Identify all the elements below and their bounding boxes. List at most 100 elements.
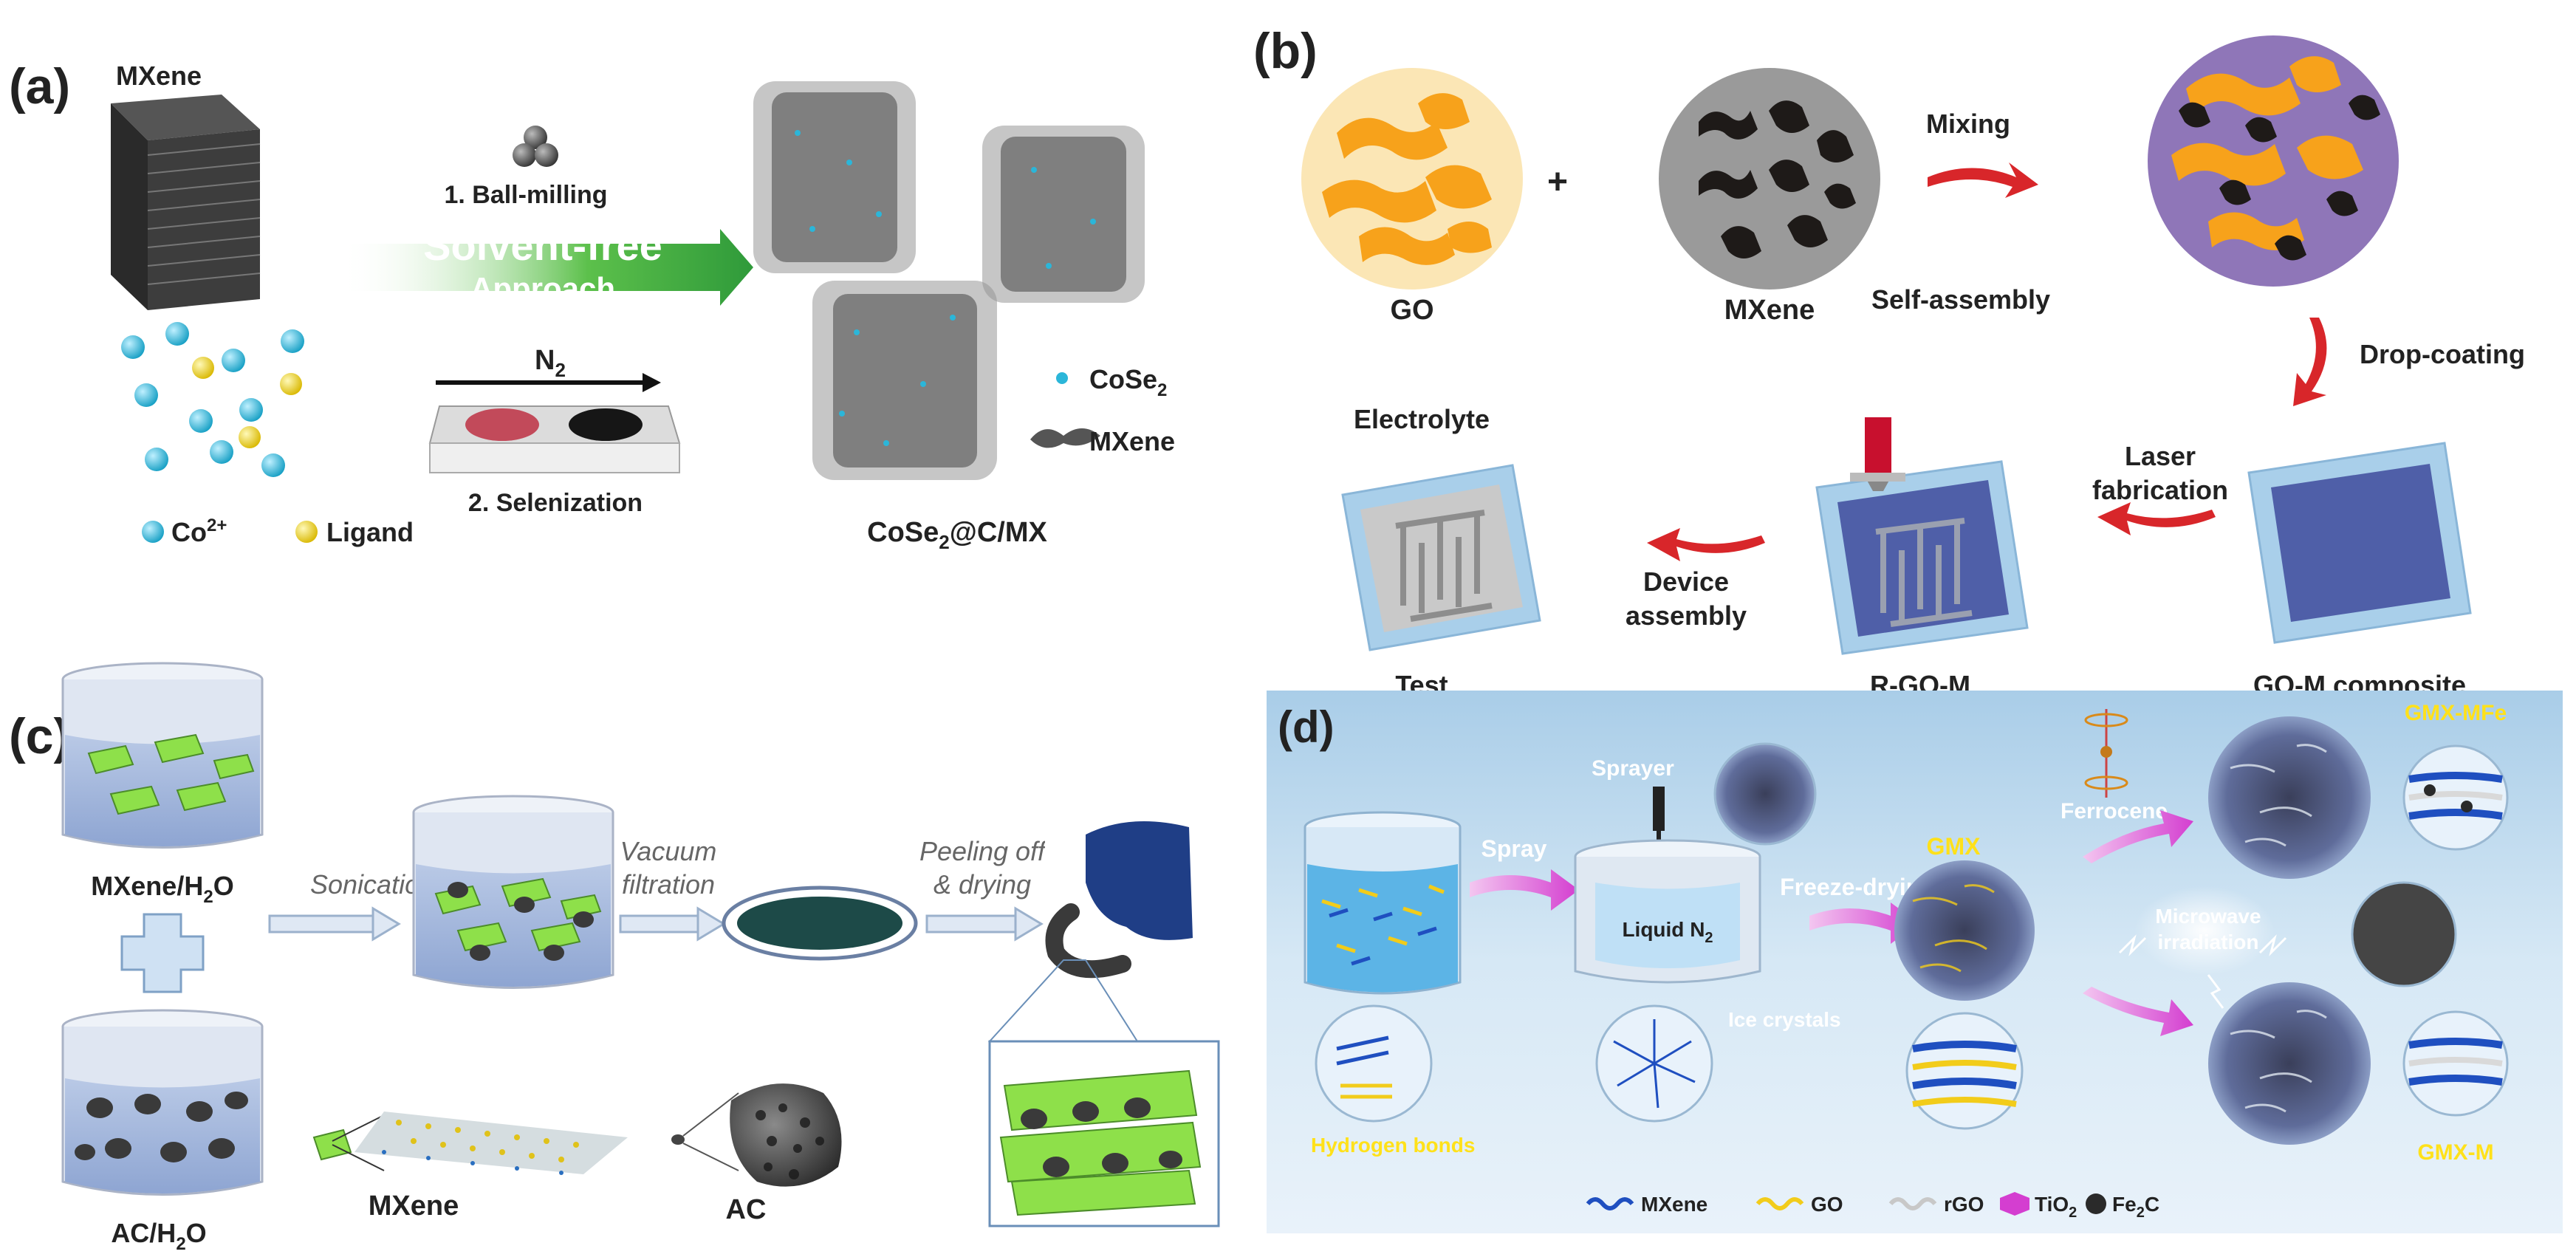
legend-tio2-icon <box>2000 1192 2029 1216</box>
ferrocene-arrow <box>2083 810 2193 863</box>
hydrogen-bond-inset <box>1315 1004 1433 1123</box>
mxene-stack-icon <box>111 95 261 310</box>
legend-fe2c-icon <box>2086 1193 2106 1214</box>
gmx-mfe-sphere-icon <box>2208 716 2371 879</box>
panel-d: (d) Hydrogen bonds Spray Sprayer Liquid … <box>1267 691 2563 1233</box>
peel-label-line2: & drying <box>934 869 1031 900</box>
legend-tio2-label: TiO2 <box>2035 1193 2077 1221</box>
ac-label: AC <box>726 1194 767 1225</box>
laser-arrow <box>2097 502 2216 535</box>
legend-mxene-icon <box>1586 1197 1634 1210</box>
hbond-go <box>1340 1083 1392 1099</box>
selenization-boat-icon <box>428 405 681 473</box>
film-cross-section-inset <box>988 1040 1220 1227</box>
droplet-inset <box>1713 742 1817 846</box>
laser-label-line2: fabrication <box>2092 475 2228 505</box>
cose2-legend-label: CoSe2 <box>1089 364 1167 400</box>
liquid-n2-dewar-icon <box>1574 839 1761 984</box>
sprayer-label: Sprayer <box>1592 756 1674 781</box>
peeling-arrow <box>925 906 1044 942</box>
cose2-composite-cubes <box>753 81 1145 480</box>
plus-icon <box>120 913 205 993</box>
n2-arrowhead <box>643 373 661 392</box>
gmx-section-inset <box>1905 1012 2024 1130</box>
solvent-free-label: Solvent-free <box>423 222 662 269</box>
panel-a: (a) MXene <box>9 58 1175 553</box>
panel-d-legend: MXene GO rGO TiO2 Fe2C <box>1586 1192 2159 1221</box>
go-circle-icon <box>1301 68 1523 290</box>
test-device-icon <box>1341 464 1541 651</box>
gmx-mfe-label: GMX-MFe <box>2405 701 2507 725</box>
panel-d-letter: (d) <box>1278 702 1335 752</box>
panel-c: (c) MXene/H2O <box>9 662 1220 1254</box>
gmx-section-layers <box>1912 1041 2017 1107</box>
sprayer-icon <box>1653 787 1665 831</box>
n2-label: N2 <box>535 345 566 381</box>
self-assembly-label: Self-assembly <box>1871 284 2050 315</box>
drop-coating-label: Drop-coating <box>2360 339 2525 369</box>
mxene-b-label: MXene <box>1724 295 1815 326</box>
hbond-layers <box>1336 1035 1389 1066</box>
ferrocene-label: Ferrocene <box>2061 799 2168 823</box>
solvent-free-arrow <box>340 229 753 306</box>
go-label: GO <box>1390 295 1433 326</box>
ligand-icon <box>295 521 318 543</box>
panel-c-letter: (c) <box>9 708 70 764</box>
legend-rgo-icon <box>1888 1197 1937 1210</box>
mxene-circle-icon <box>1659 68 1880 290</box>
gmx-m-texture <box>2230 1010 2327 1113</box>
mxene-lattice-label: MXene <box>369 1191 459 1222</box>
plus-sign: + <box>1547 162 1568 202</box>
device-label-line2: assembly <box>1626 600 1747 631</box>
fe2c-sem-inset <box>2351 881 2457 987</box>
microwave-arrow-lower <box>2083 987 2193 1036</box>
microwave-glow <box>2134 886 2275 975</box>
vacuum-filtration-arrow <box>619 906 726 942</box>
gmx-sphere-icon <box>1894 860 2035 1001</box>
mixed-beaker-icon <box>412 795 614 989</box>
ball-milling-step-label: 1. Ball-milling <box>444 181 607 209</box>
legend-go-icon <box>1755 1197 1804 1210</box>
ice-crystals-label: Ice crystals <box>1728 1008 1841 1031</box>
mxene-legend-icon <box>1030 428 1100 448</box>
co-ligand-cluster <box>121 322 304 477</box>
panel-b-letter: (b) <box>1253 23 1318 79</box>
vacuum-label-line2: filtration <box>622 869 715 900</box>
ac-water-label: AC/H2O <box>111 1218 206 1254</box>
selenization-step-label: 2. Selenization <box>468 489 643 517</box>
ice-crystal-rays <box>1613 1019 1696 1109</box>
microwave-label-line2: irradiation <box>2158 931 2259 953</box>
liquid-n2-label: Liquid N2 <box>1622 918 1713 946</box>
gmx-mfe-section-layers <box>2408 772 2503 820</box>
gmx-label: GMX <box>1927 833 1981 860</box>
legend-go-label: GO <box>1811 1193 1843 1216</box>
co-ion-icon <box>142 521 164 543</box>
mxene-stack-label: MXene <box>116 61 202 91</box>
panel-b: (b) + GO <box>1253 23 2525 700</box>
drop-coating-arrow <box>2293 318 2327 406</box>
gmx-m-section-layers <box>2408 1038 2503 1086</box>
hydrogen-bonds-label: Hydrogen bonds <box>1311 1134 1475 1157</box>
panel-a-letter: (a) <box>9 58 70 114</box>
approach-label: Approach <box>470 271 615 306</box>
electrolyte-label: Electrolyte <box>1354 404 1490 434</box>
legend-fe2c-label: Fe2C <box>2112 1193 2159 1221</box>
gmx-m-sphere-icon <box>2208 982 2371 1145</box>
mxene-water-label: MXene/H2O <box>91 871 233 907</box>
ball-mill-icon <box>513 126 558 167</box>
spray-label: Spray <box>1481 835 1547 862</box>
ac-particle-icon <box>671 1083 842 1187</box>
vacuum-label-line1: Vacuum <box>620 836 717 866</box>
freeze-drying-arrow <box>1809 902 1919 944</box>
spray-arrow <box>1470 869 1579 911</box>
cose2-product-label: CoSe2@C/MX <box>867 517 1047 553</box>
gmx-mfe-texture <box>2230 744 2327 847</box>
mxene-water-beaker-icon <box>61 662 264 849</box>
ligand-label: Ligand <box>326 517 414 547</box>
gom-composite-icon <box>2247 442 2472 644</box>
mxene-lattice-icon <box>312 1112 628 1175</box>
gmx-mfe-section-inset <box>2402 744 2509 851</box>
mixing-label: Mixing <box>1926 109 2010 139</box>
device-assembly-arrow <box>1647 528 1765 561</box>
flexible-film-photo <box>1045 820 1193 982</box>
